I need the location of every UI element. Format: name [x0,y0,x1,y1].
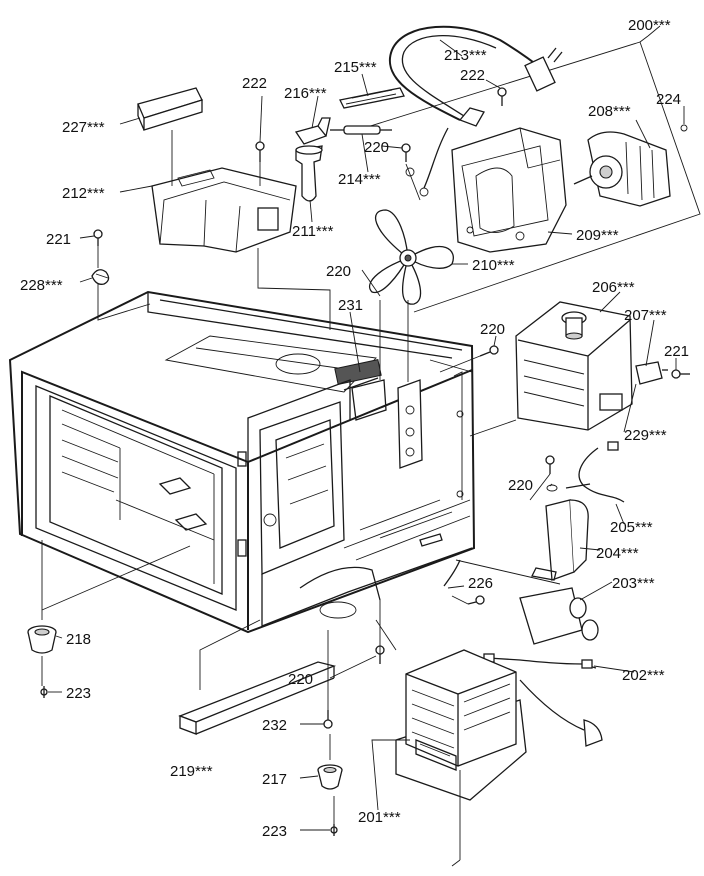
part-labels: 200*** 213*** 215*** 222 222 216*** 208*… [20,17,689,840]
label-204: 204*** [596,545,639,562]
label-212: 212*** [62,185,105,202]
label-211: 211*** [292,223,334,240]
label-209: 209*** [576,227,619,244]
label-224: 224 [656,91,681,108]
assembly-guide-lines [41,130,561,867]
label-227: 227*** [62,119,105,136]
magnetron-group [479,301,690,431]
lower-small-parts [27,625,385,836]
label-217: 217 [262,771,287,788]
label-214: 214*** [338,171,381,188]
leader-lines [48,25,685,831]
label-216: 216*** [284,85,327,102]
label-231: 231 [338,297,363,314]
upper-small-parts [91,87,507,285]
label-203: 203*** [612,575,655,592]
label-207: 207*** [624,307,667,324]
hv-components [443,441,625,747]
label-220-diode: 220 [508,477,533,494]
label-223-right: 223 [262,823,287,840]
label-226: 226 [468,575,493,592]
label-221-right: 221 [664,343,689,360]
transformer [395,649,527,801]
label-222-right: 222 [460,67,485,84]
label-221-left: 221 [46,231,71,248]
label-232: 232 [262,717,287,734]
oven-cabinet [8,290,476,634]
label-201: 201*** [358,809,401,826]
label-223-left: 223 [66,685,91,702]
label-228: 228*** [20,277,63,294]
fan-assembly-group [363,35,701,313]
label-213: 213*** [444,47,487,64]
label-206: 206*** [592,279,635,296]
label-218: 218 [66,631,91,648]
label-208: 208*** [588,103,631,120]
label-200: 200*** [628,17,671,34]
label-205: 205*** [610,519,653,536]
label-215: 215*** [334,59,377,76]
label-220-fan: 220 [326,263,351,280]
label-219: 219*** [170,763,213,780]
label-210: 210*** [472,257,515,274]
power-cord [389,25,563,197]
label-229: 229*** [624,427,667,444]
label-220-magnetron: 220 [480,321,505,338]
label-220-upper: 220 [364,139,389,156]
label-202: 202*** [622,667,665,684]
label-222-left: 222 [242,75,267,92]
label-220-base: 220 [288,671,313,688]
